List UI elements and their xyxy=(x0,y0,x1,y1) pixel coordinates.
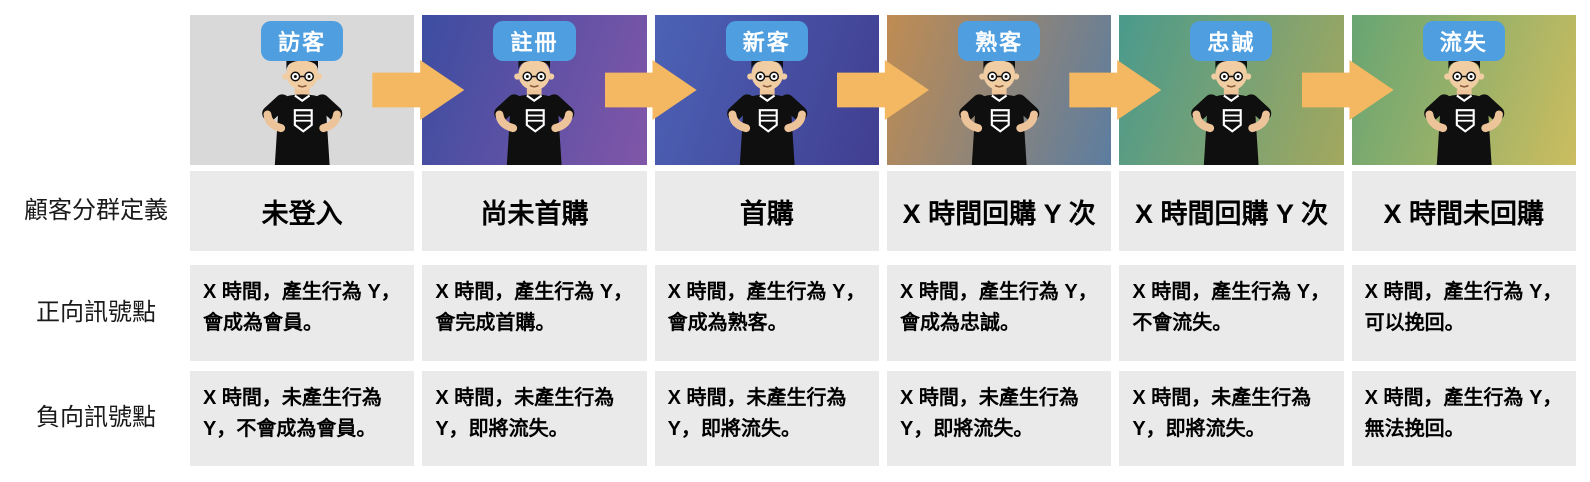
person-illustration xyxy=(936,47,1062,165)
stage-column-new-customer: 新客 首購 X 時間，產生行為 Y，會成為熟客。 X 時間，未產生行為 Y，即將… xyxy=(654,15,929,466)
definition-cell-regular-customer: X 時間回購 Y 次 xyxy=(886,171,1112,251)
negative-signal-cell-regular-customer: X 時間，未產生行為 Y，即將流失。 xyxy=(886,371,1112,466)
row-label-positive-signal: 正向訊號點 xyxy=(36,298,156,326)
stage-column-visitor: 訪客 未登入 X 時間，產生行為 Y，會成為會員。 X 時間，未產生行為 Y，不… xyxy=(190,15,465,466)
negative-signal-cell-churned: X 時間，產生行為 Y，無法挽回。 xyxy=(1351,371,1576,466)
stage-badge-visitor: 訪客 xyxy=(261,21,344,61)
negative-signal-cell-new-customer: X 時間，未產生行為 Y，即將流失。 xyxy=(654,371,879,466)
person-illustration xyxy=(471,47,597,165)
row-label-definition: 顧客分群定義 xyxy=(24,196,168,224)
person-illustration xyxy=(1401,47,1527,165)
stage-column-churned: 流失 X 時間未回購 X 時間，產生行為 Y，可以挽回。 X 時間，產生行為 Y… xyxy=(1351,15,1576,466)
positive-signal-cell-new-customer: X 時間，產生行為 Y，會成為熟客。 xyxy=(654,265,879,361)
negative-signal-cell-visitor: X 時間，未產生行為 Y，不會成為會員。 xyxy=(190,371,415,466)
stage-image-cell-visitor: 訪客 xyxy=(190,15,465,165)
stage-badge-new-customer: 新客 xyxy=(725,21,808,61)
positive-signal-cell-visitor: X 時間，產生行為 Y，會成為會員。 xyxy=(190,265,415,361)
stage-column-regular-customer: 熟客 X 時間回購 Y 次 X 時間，產生行為 Y，會成為忠誠。 X 時間，未產… xyxy=(886,15,1162,466)
row-labels-column: 顧客分群定義 正向訊號點 負向訊號點 xyxy=(10,15,182,466)
definition-cell-churned: X 時間未回購 xyxy=(1351,171,1576,251)
positive-signal-cell-regular-customer: X 時間，產生行為 Y，會成為忠誠。 xyxy=(886,265,1112,361)
stage-column-loyal: 忠誠 X 時間回購 Y 次 X 時間，產生行為 Y，不會流失。 X 時間，未產生… xyxy=(1119,15,1394,466)
person-illustration xyxy=(704,47,830,165)
positive-signal-cell-loyal: X 時間，產生行為 Y，不會流失。 xyxy=(1119,265,1344,361)
stage-badge-loyal: 忠誠 xyxy=(1190,21,1273,61)
stage-badge-regular-customer: 熟客 xyxy=(958,21,1041,61)
person-illustration xyxy=(1168,47,1294,165)
stage-column-registered: 註冊 尚未首購 X 時間，產生行為 Y，會完成首購。 X 時間，未產生行為 Y，… xyxy=(422,15,697,466)
positive-signal-cell-churned: X 時間，產生行為 Y，可以挽回。 xyxy=(1351,265,1576,361)
negative-signal-cell-loyal: X 時間，未產生行為 Y，即將流失。 xyxy=(1119,371,1344,466)
stage-badge-churned: 流失 xyxy=(1422,21,1505,61)
person-illustration xyxy=(239,47,365,165)
definition-cell-visitor: 未登入 xyxy=(190,171,415,251)
definition-cell-new-customer: 首購 xyxy=(654,171,879,251)
row-label-negative-signal: 負向訊號點 xyxy=(36,404,156,432)
definition-cell-loyal: X 時間回購 Y 次 xyxy=(1119,171,1344,251)
definition-cell-registered: 尚未首購 xyxy=(422,171,647,251)
positive-signal-cell-registered: X 時間，產生行為 Y，會完成首購。 xyxy=(422,265,647,361)
label-column-spacer xyxy=(10,15,182,165)
negative-signal-cell-registered: X 時間，未產生行為 Y，即將流失。 xyxy=(422,371,647,466)
stage-badge-registered: 註冊 xyxy=(493,21,576,61)
